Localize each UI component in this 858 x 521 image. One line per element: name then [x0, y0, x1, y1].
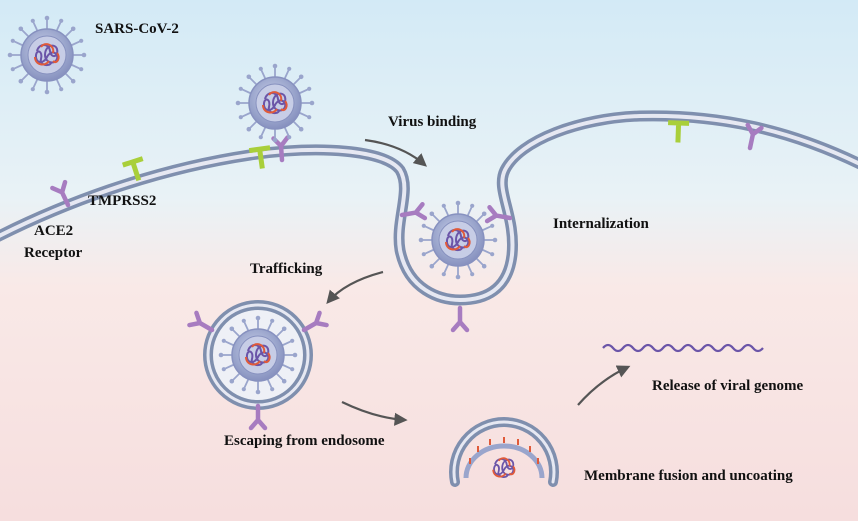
- endosome: [189, 300, 326, 428]
- release-arrow-icon: [577, 365, 631, 406]
- ace2-label: ACE2: [34, 223, 74, 239]
- endosome-virus-icon: [219, 316, 298, 395]
- fusion-label: Membrane fusion and uncoating: [584, 468, 793, 484]
- escaping-label: Escaping from endosome: [224, 433, 385, 449]
- sars-cov-2-label: SARS-CoV-2: [95, 21, 179, 37]
- fusion-endosome: [449, 417, 559, 487]
- virus-binding-label: Virus binding: [388, 114, 477, 130]
- internalization-label: Internalization: [553, 216, 649, 232]
- internalized-virus-icon: [419, 201, 498, 280]
- virus-binding-icon: [236, 64, 315, 143]
- binding-arrow-icon: [364, 138, 427, 167]
- escape-arrow-icon: [341, 401, 408, 426]
- sars-cov-2-virus-icon: [8, 16, 87, 95]
- trafficking-label: Trafficking: [250, 261, 323, 277]
- trafficking-arrow-icon: [326, 270, 384, 305]
- tmprss2-label: TMPRSS2: [88, 193, 157, 209]
- receptor-label: Receptor: [24, 245, 83, 261]
- released-genome-icon: [602, 343, 764, 353]
- plasma-membrane: [0, 110, 858, 306]
- release-label: Release of viral genome: [652, 378, 804, 394]
